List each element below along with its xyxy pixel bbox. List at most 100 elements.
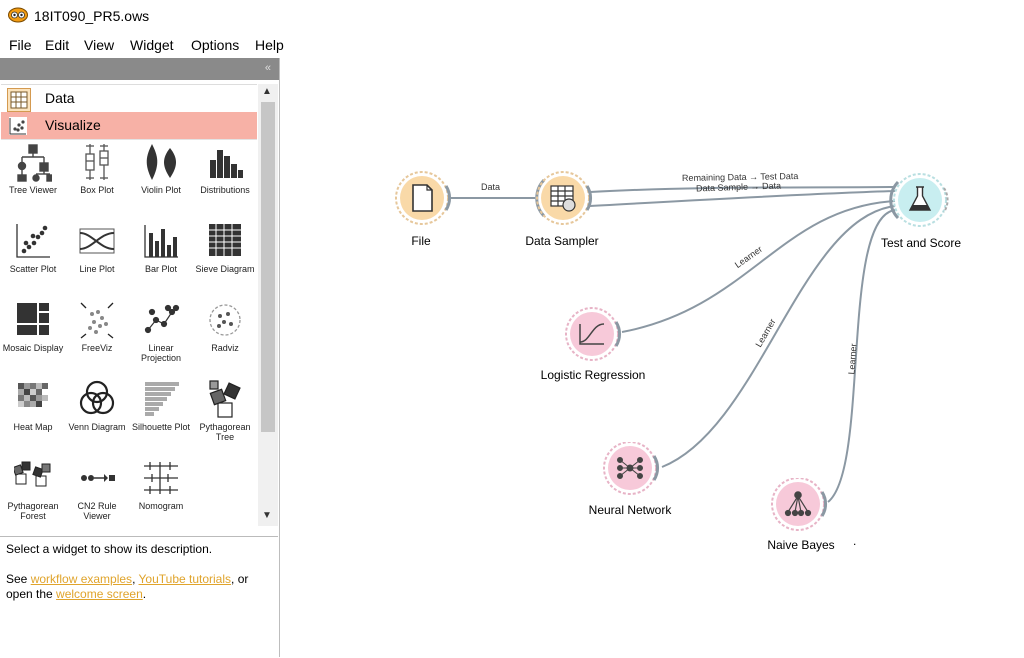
description-text: Select a widget to show its description. — [6, 542, 213, 556]
radviz-icon — [209, 304, 241, 336]
link-nn-test[interactable] — [661, 205, 896, 468]
end-text: . — [142, 587, 147, 601]
naive-bayes-icon — [784, 491, 812, 517]
title-bar: 18IT090_PR5.ows — [0, 0, 1024, 32]
node-naive-bayes[interactable] — [770, 478, 834, 538]
stray-dot: . — [853, 534, 857, 548]
file-icon — [412, 184, 433, 212]
distributions-icon — [210, 150, 243, 178]
menu-view[interactable]: View — [84, 37, 115, 53]
toolbox-scrollbar[interactable]: ▲ ▼ — [258, 84, 278, 526]
open-text: open the — [6, 587, 57, 601]
collapse-toolbox-button[interactable]: « — [264, 62, 271, 74]
menu-widget[interactable]: Widget — [130, 37, 174, 53]
heat-map-icon — [18, 383, 48, 407]
widget-label: Line Plot — [79, 264, 115, 274]
scrollbar-thumb[interactable] — [261, 102, 275, 432]
widget-grid: Tree Viewer Box Plot Violin — [1, 140, 257, 525]
data-sampler-icon — [550, 185, 576, 212]
link-label-learner-nb: Learner — [846, 343, 859, 375]
widget-label: Linear Projection — [140, 343, 182, 363]
node-data-sampler[interactable] — [532, 170, 596, 230]
menu-edit[interactable]: Edit — [45, 37, 70, 53]
venn-diagram-icon — [79, 380, 115, 415]
widget-nomogram[interactable]: Nomogram — [129, 456, 193, 525]
link-sampler-test-sample[interactable] — [589, 190, 896, 207]
scatter-icon — [9, 117, 27, 135]
widget-distributions[interactable]: Distributions — [193, 140, 257, 218]
widget-label: Scatter Plot — [9, 264, 57, 274]
scroll-up-icon[interactable]: ▲ — [262, 86, 272, 97]
node-label-test-and-score: Test and Score — [880, 236, 962, 250]
widget-line-plot[interactable]: Line Plot — [65, 219, 129, 297]
widget-freeviz[interactable]: FreeViz — [65, 298, 129, 376]
comma-text: , — [132, 572, 139, 586]
category-visualize[interactable]: Visualize — [1, 112, 257, 140]
node-label-neural-network: Neural Network — [588, 503, 672, 517]
widget-label: Tree Viewer — [8, 185, 58, 195]
youtube-tutorials-link[interactable]: YouTube tutorials — [138, 572, 232, 586]
pythagorean-forest-icon — [14, 461, 51, 487]
silhouette-plot-icon — [145, 382, 179, 416]
widget-label: Violin Plot — [141, 185, 181, 195]
widget-mosaic-display[interactable]: Mosaic Display — [1, 298, 65, 376]
category-data[interactable]: Data — [1, 84, 257, 113]
widget-label: CN2 Rule Viewer — [77, 501, 117, 521]
widget-heat-map[interactable]: Heat Map — [1, 377, 65, 455]
widget-label: Radviz — [211, 343, 239, 353]
widget-box-plot[interactable]: Box Plot — [65, 140, 129, 218]
widget-label: Bar Plot — [144, 264, 177, 274]
menu-file[interactable]: File — [9, 37, 32, 53]
workflow-examples-link[interactable]: workflow examples — [30, 572, 133, 586]
widget-label: Venn Diagram — [68, 422, 126, 432]
widget-label: Nomogram — [138, 501, 184, 511]
pythagorean-tree-icon — [209, 380, 241, 418]
nomogram-icon — [144, 462, 178, 494]
workflow-canvas[interactable]: Data Remaining Data → Test Data Data Sam… — [280, 58, 1024, 657]
welcome-screen-link[interactable]: welcome screen — [56, 587, 143, 601]
linear-projection-icon — [144, 304, 180, 334]
menu-help[interactable]: Help — [255, 37, 284, 53]
window-title: 18IT090_PR5.ows — [34, 8, 150, 24]
link-nb-test[interactable] — [827, 209, 896, 503]
widget-bar-plot[interactable]: Bar Plot — [129, 219, 193, 297]
widget-radviz[interactable]: Radviz — [193, 298, 257, 376]
widget-pythagorean-tree[interactable]: Pythagorean Tree — [193, 377, 257, 455]
widget-scatter-plot[interactable]: Scatter Plot — [1, 219, 65, 297]
scroll-down-icon[interactable]: ▼ — [262, 510, 272, 521]
table-icon — [7, 88, 31, 112]
widget-venn-diagram[interactable]: Venn Diagram — [65, 377, 129, 455]
menu-bar: File Edit View Widget Options Help — [0, 34, 1024, 56]
node-label-logistic-regression: Logistic Regression — [540, 368, 646, 382]
widget-label: Silhouette Plot — [131, 422, 191, 432]
link-sampler-test-remaining[interactable] — [589, 186, 896, 193]
node-test-and-score[interactable] — [888, 172, 954, 232]
line-plot-icon — [79, 228, 115, 254]
widget-linear-projection[interactable]: Linear Projection — [129, 298, 193, 376]
orange-app-icon — [8, 7, 28, 23]
widget-tree-viewer[interactable]: Tree Viewer — [1, 140, 65, 218]
freeviz-icon — [80, 302, 114, 339]
menu-options[interactable]: Options — [191, 37, 240, 53]
box-plot-icon — [85, 144, 109, 180]
node-file[interactable] — [395, 170, 455, 230]
widget-label: Pythagorean Tree — [199, 422, 251, 442]
node-label-file: File — [411, 234, 431, 248]
widget-cn2-rule-viewer[interactable]: CN2 Rule Viewer — [65, 456, 129, 525]
node-label-data-sampler: Data Sampler — [525, 234, 599, 248]
link-logreg-test[interactable] — [621, 200, 896, 333]
widget-sieve-diagram[interactable]: Sieve Diagram — [193, 219, 257, 297]
node-logistic-regression[interactable] — [564, 306, 628, 366]
links-layer — [450, 186, 896, 503]
widget-label: Box Plot — [80, 185, 114, 195]
flask-icon — [908, 186, 932, 211]
widget-silhouette-plot[interactable]: Silhouette Plot — [129, 377, 193, 455]
mosaic-display-icon — [17, 303, 49, 335]
widget-label: Mosaic Display — [2, 343, 64, 353]
neural-network-icon — [617, 457, 643, 479]
widget-label: Distributions — [200, 185, 250, 195]
widget-violin-plot[interactable]: Violin Plot — [129, 140, 193, 218]
widget-pythagorean-forest[interactable]: Pythagorean Forest — [1, 456, 65, 525]
description-links: See workflow examples, YouTube tutorials… — [6, 572, 248, 602]
node-neural-network[interactable] — [602, 442, 666, 502]
